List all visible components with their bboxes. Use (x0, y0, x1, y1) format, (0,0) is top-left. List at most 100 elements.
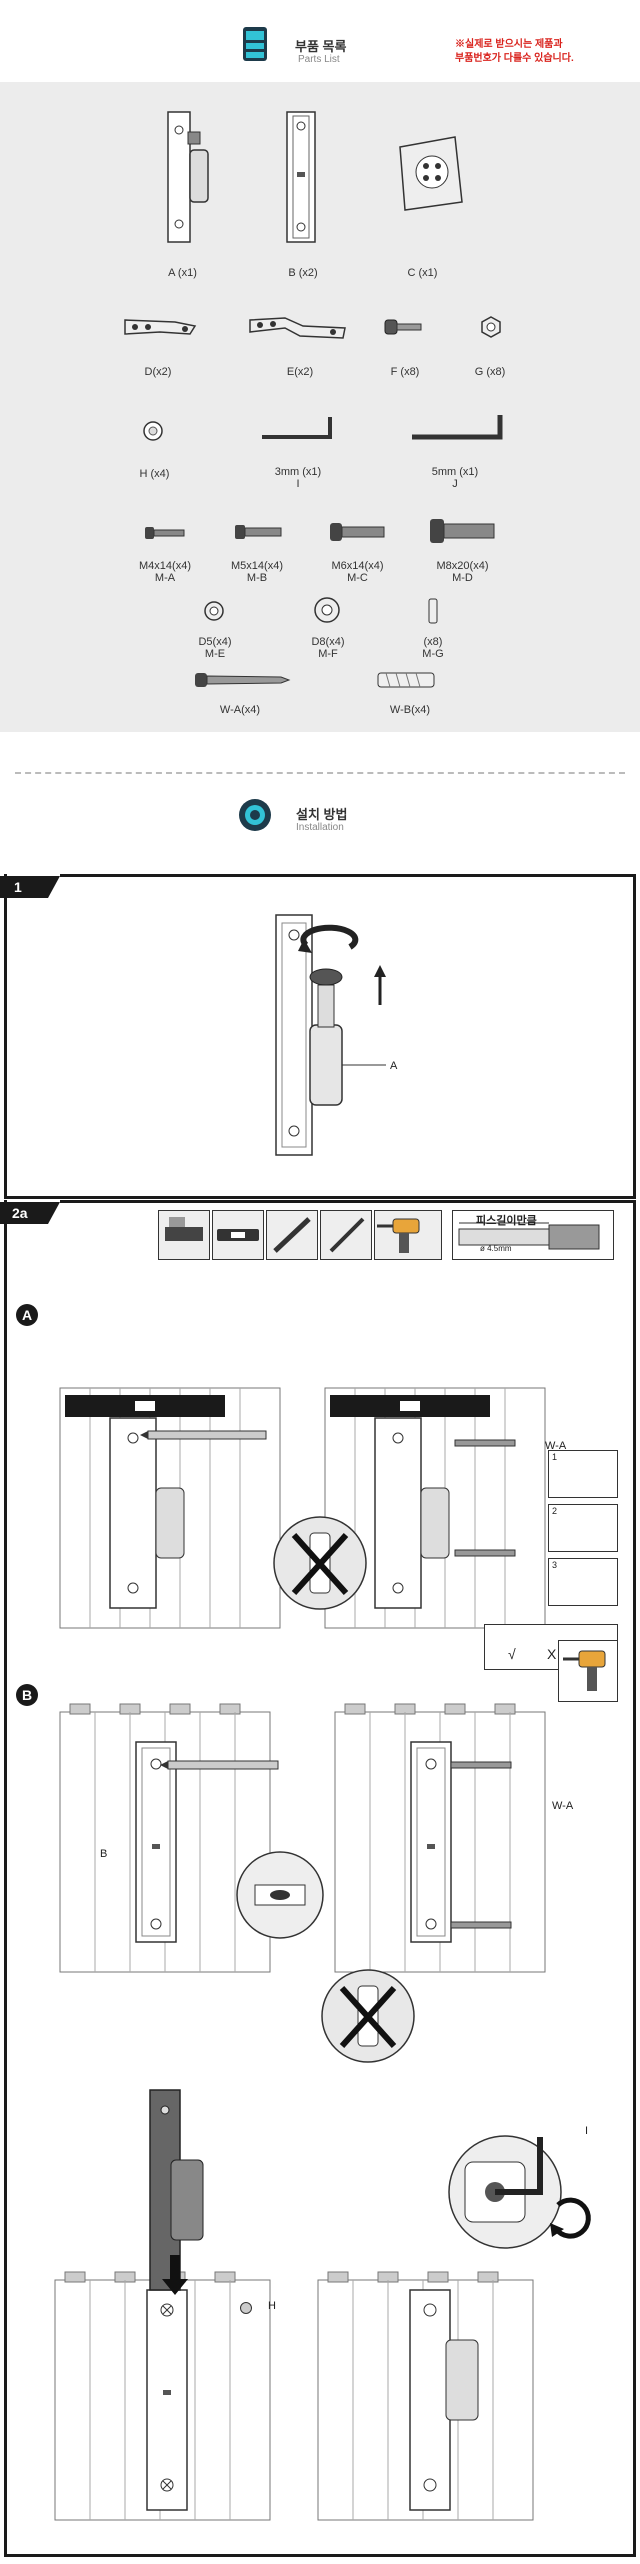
section-b-zoom-circle (236, 1851, 324, 1939)
part-wb-label: W-B(x4) (389, 704, 431, 716)
part-wb-anchor (377, 672, 435, 688)
note-line-1: ※실제로 받으시는 제품과 (455, 39, 563, 50)
parts-list-icon (240, 26, 270, 62)
part-c-label: C (x1) (407, 267, 438, 279)
part-i-label-1: 3mm (x1) (274, 466, 322, 478)
bottom-rotate-arrow-icon (550, 2197, 591, 2239)
inset-step-1 (548, 1450, 618, 1498)
tool-bubble-level-icon (212, 1210, 264, 1260)
bottom-right-wall (317, 2271, 534, 2521)
section-a-pencil (140, 1430, 267, 1440)
part-h-cap (143, 421, 163, 441)
part-mc-bolt (330, 523, 385, 541)
part-mg-spacer (428, 598, 438, 624)
tool-screwdriver-icon (266, 1210, 318, 1260)
section-b-wall-left (59, 1703, 271, 1973)
step1-top-border (60, 874, 633, 877)
part-a-bracket (167, 111, 209, 243)
bottom-cap-h (240, 2302, 252, 2314)
section-a-wall-left (59, 1387, 281, 1629)
part-mf-label-1: D8(x4) (311, 636, 345, 648)
tool-level-icon (158, 1210, 210, 1260)
drill-size-label: ø 4.5mm (480, 1244, 512, 1253)
part-a-label: A (x1) (168, 267, 197, 279)
section-b-no-anchor-icon (321, 1969, 415, 2063)
step1-frame (4, 874, 636, 1199)
section-a-no-anchor-icon (273, 1516, 367, 1610)
part-me-label-1: D5(x4) (198, 636, 232, 648)
section-a-wall-right (324, 1387, 546, 1629)
part-md-bolt (430, 519, 495, 543)
part-h-label: H (x4) (139, 468, 170, 480)
step1-illustration (275, 914, 386, 1156)
drill-depth-label: 피스길이만큼 (476, 1215, 537, 1227)
part-mb-label-1: M5x14(x4) (231, 560, 283, 572)
part-md-label-1: M8x20(x4) (436, 560, 489, 572)
step1-number: 1 (14, 879, 22, 895)
part-md-label-2: M-D (452, 572, 473, 584)
part-f-screw (384, 319, 422, 335)
parts-list-title: 부품 목록 (295, 39, 347, 54)
part-ma-label-2: M-A (154, 572, 176, 584)
note-line-2: 부품번호가 다를수 있습니다. (455, 53, 574, 64)
part-d-arm (124, 319, 197, 335)
gear-icon (236, 796, 274, 834)
part-j-label-1: 5mm (x1) (431, 466, 479, 478)
part-e-arm (249, 317, 346, 339)
drill-depth-panel (452, 1210, 614, 1260)
installation-subtitle: Installation (296, 822, 344, 833)
part-me-washer (204, 601, 224, 621)
part-j-label-2: J (452, 478, 458, 490)
bottom-right-zoom-circle (448, 2135, 562, 2249)
part-mg-label-2: M-G (422, 648, 444, 660)
section-b-marker: B (16, 1684, 38, 1706)
step2a-top-border (60, 1200, 633, 1203)
bottom-left-down-arrow (162, 2255, 188, 2295)
section-b-pencil (160, 1760, 279, 1770)
anchor-check-x1: X (547, 1646, 557, 1662)
section-a-level-left (65, 1395, 225, 1417)
part-j-hex-key (412, 415, 503, 440)
section-a-marker: A (16, 1304, 38, 1326)
part-d-label: D(x2) (144, 366, 172, 378)
part-ma-label-1: M4x14(x4) (139, 560, 191, 572)
section-b-drill-icon (558, 1640, 618, 1702)
section-b-label-b: B (100, 1848, 108, 1860)
section-b-wall-right (334, 1703, 546, 1973)
installation-title: 설치 방법 (296, 807, 348, 822)
dashed-divider (15, 772, 625, 774)
part-i-label-2: I (296, 478, 300, 490)
part-mc-label-2: M-C (347, 572, 368, 584)
step1-label-a: A (390, 1060, 398, 1072)
tool-drill-icon (374, 1210, 442, 1260)
part-wa-wood-screw (195, 673, 291, 687)
step2a-number: 2a (12, 1205, 28, 1221)
part-b-plate (286, 111, 316, 243)
inset-step-2 (548, 1504, 618, 1552)
section-b-label-wa: W-A (552, 1800, 574, 1812)
part-f-label: F (x8) (390, 366, 420, 378)
bottom-label-i: I (585, 2125, 589, 2137)
inset-step-3-number: 3 (552, 1560, 558, 1570)
part-me-label-2: M-E (204, 648, 226, 660)
section-a-label-wa: W-A (545, 1440, 567, 1452)
part-ma-bolt (145, 527, 185, 539)
part-c-vesa-plate (399, 136, 463, 211)
part-i-hex-key (262, 417, 332, 439)
step2a-tab (0, 1202, 60, 1224)
part-e-label: E(x2) (286, 366, 314, 378)
part-mb-label-2: M-B (246, 572, 268, 584)
tool-pencil-icon (320, 1210, 372, 1260)
anchor-check-ok: √ (508, 1646, 516, 1662)
part-g-nut (481, 316, 501, 338)
inset-step-2-number: 2 (552, 1506, 558, 1516)
section-a-level-right (330, 1395, 490, 1417)
parts-panel: A (x1) B (x2) C (x1) D(x2) E(x2) F (0, 82, 640, 732)
parts-list-subtitle: Parts List (298, 54, 340, 65)
step1-tab (0, 876, 60, 898)
bottom-left-wall (54, 2271, 271, 2521)
inset-step-3 (548, 1558, 618, 1606)
part-b-label: B (x2) (288, 267, 318, 279)
part-mf-label-2: M-F (318, 648, 338, 660)
step2a-frame (4, 1200, 636, 2557)
